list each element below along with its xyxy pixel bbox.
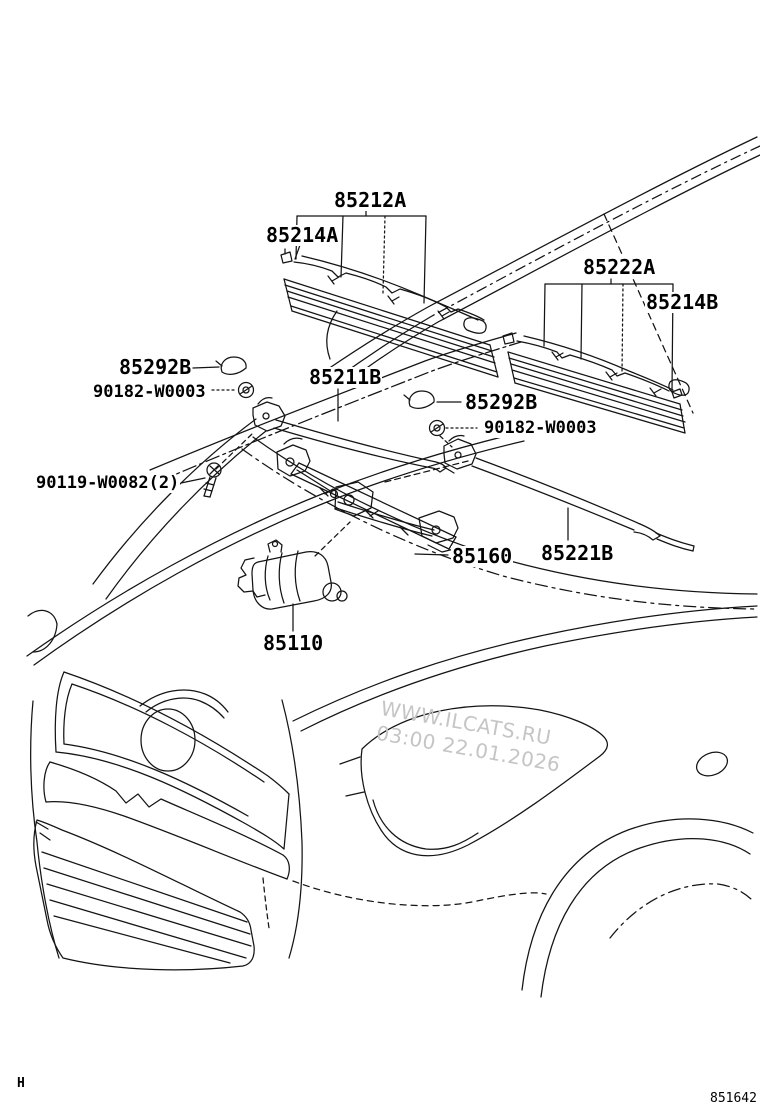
corner-mark: H (17, 1076, 25, 1091)
hood-lines (26, 431, 758, 732)
part-label-85222a[interactable]: 85222A (582, 255, 657, 279)
part-label-85214a[interactable]: 85214A (265, 223, 340, 247)
part-label-90182-w0003-right[interactable]: 90182-W0003 (483, 418, 598, 438)
pivot-cap-right (408, 390, 435, 409)
pivot-nut-right (428, 419, 446, 437)
part-label-85221b[interactable]: 85221B (540, 541, 615, 565)
part-label-85292b-left[interactable]: 85292B (118, 355, 193, 379)
wheel-arch-drawing (521, 751, 754, 998)
part-label-85292b-right[interactable]: 85292B (464, 390, 539, 414)
toyota-emblem (140, 708, 196, 772)
wiper-linkage-drawing (276, 437, 459, 553)
door-handle (695, 751, 729, 777)
leader-lines (180, 213, 694, 632)
front-fascia-drawing (27, 609, 303, 959)
pivot-cap-left (220, 356, 247, 375)
wiper-blade-left-drawing (280, 248, 499, 378)
part-label-85211b[interactable]: 85211B (308, 365, 383, 389)
wiper-arm-left-drawing (252, 397, 455, 474)
part-label-85160[interactable]: 85160 (451, 544, 514, 568)
pivot-nut-left (237, 381, 255, 399)
wiper-arm-right-drawing (443, 434, 695, 552)
callout-bracket-lines (294, 210, 674, 393)
part-label-90119-w0082[interactable]: 90119-W0082(2) (35, 473, 181, 493)
figure-number: 851642 (710, 1091, 757, 1106)
bolt-head (206, 462, 222, 478)
part-label-90182-w0003-left[interactable]: 90182-W0003 (92, 382, 207, 402)
wiper-blade-right-drawing (502, 332, 690, 434)
wiper-motor-drawing (237, 539, 348, 610)
part-label-85214b[interactable]: 85214B (645, 290, 720, 314)
part-label-85212a[interactable]: 85212A (333, 188, 408, 212)
part-label-85110[interactable]: 85110 (262, 631, 325, 655)
headlight-drawing (339, 705, 608, 857)
bumper-grille-drawing (33, 819, 547, 971)
fastener-drawings (203, 356, 446, 498)
cowl-lines (241, 436, 758, 610)
